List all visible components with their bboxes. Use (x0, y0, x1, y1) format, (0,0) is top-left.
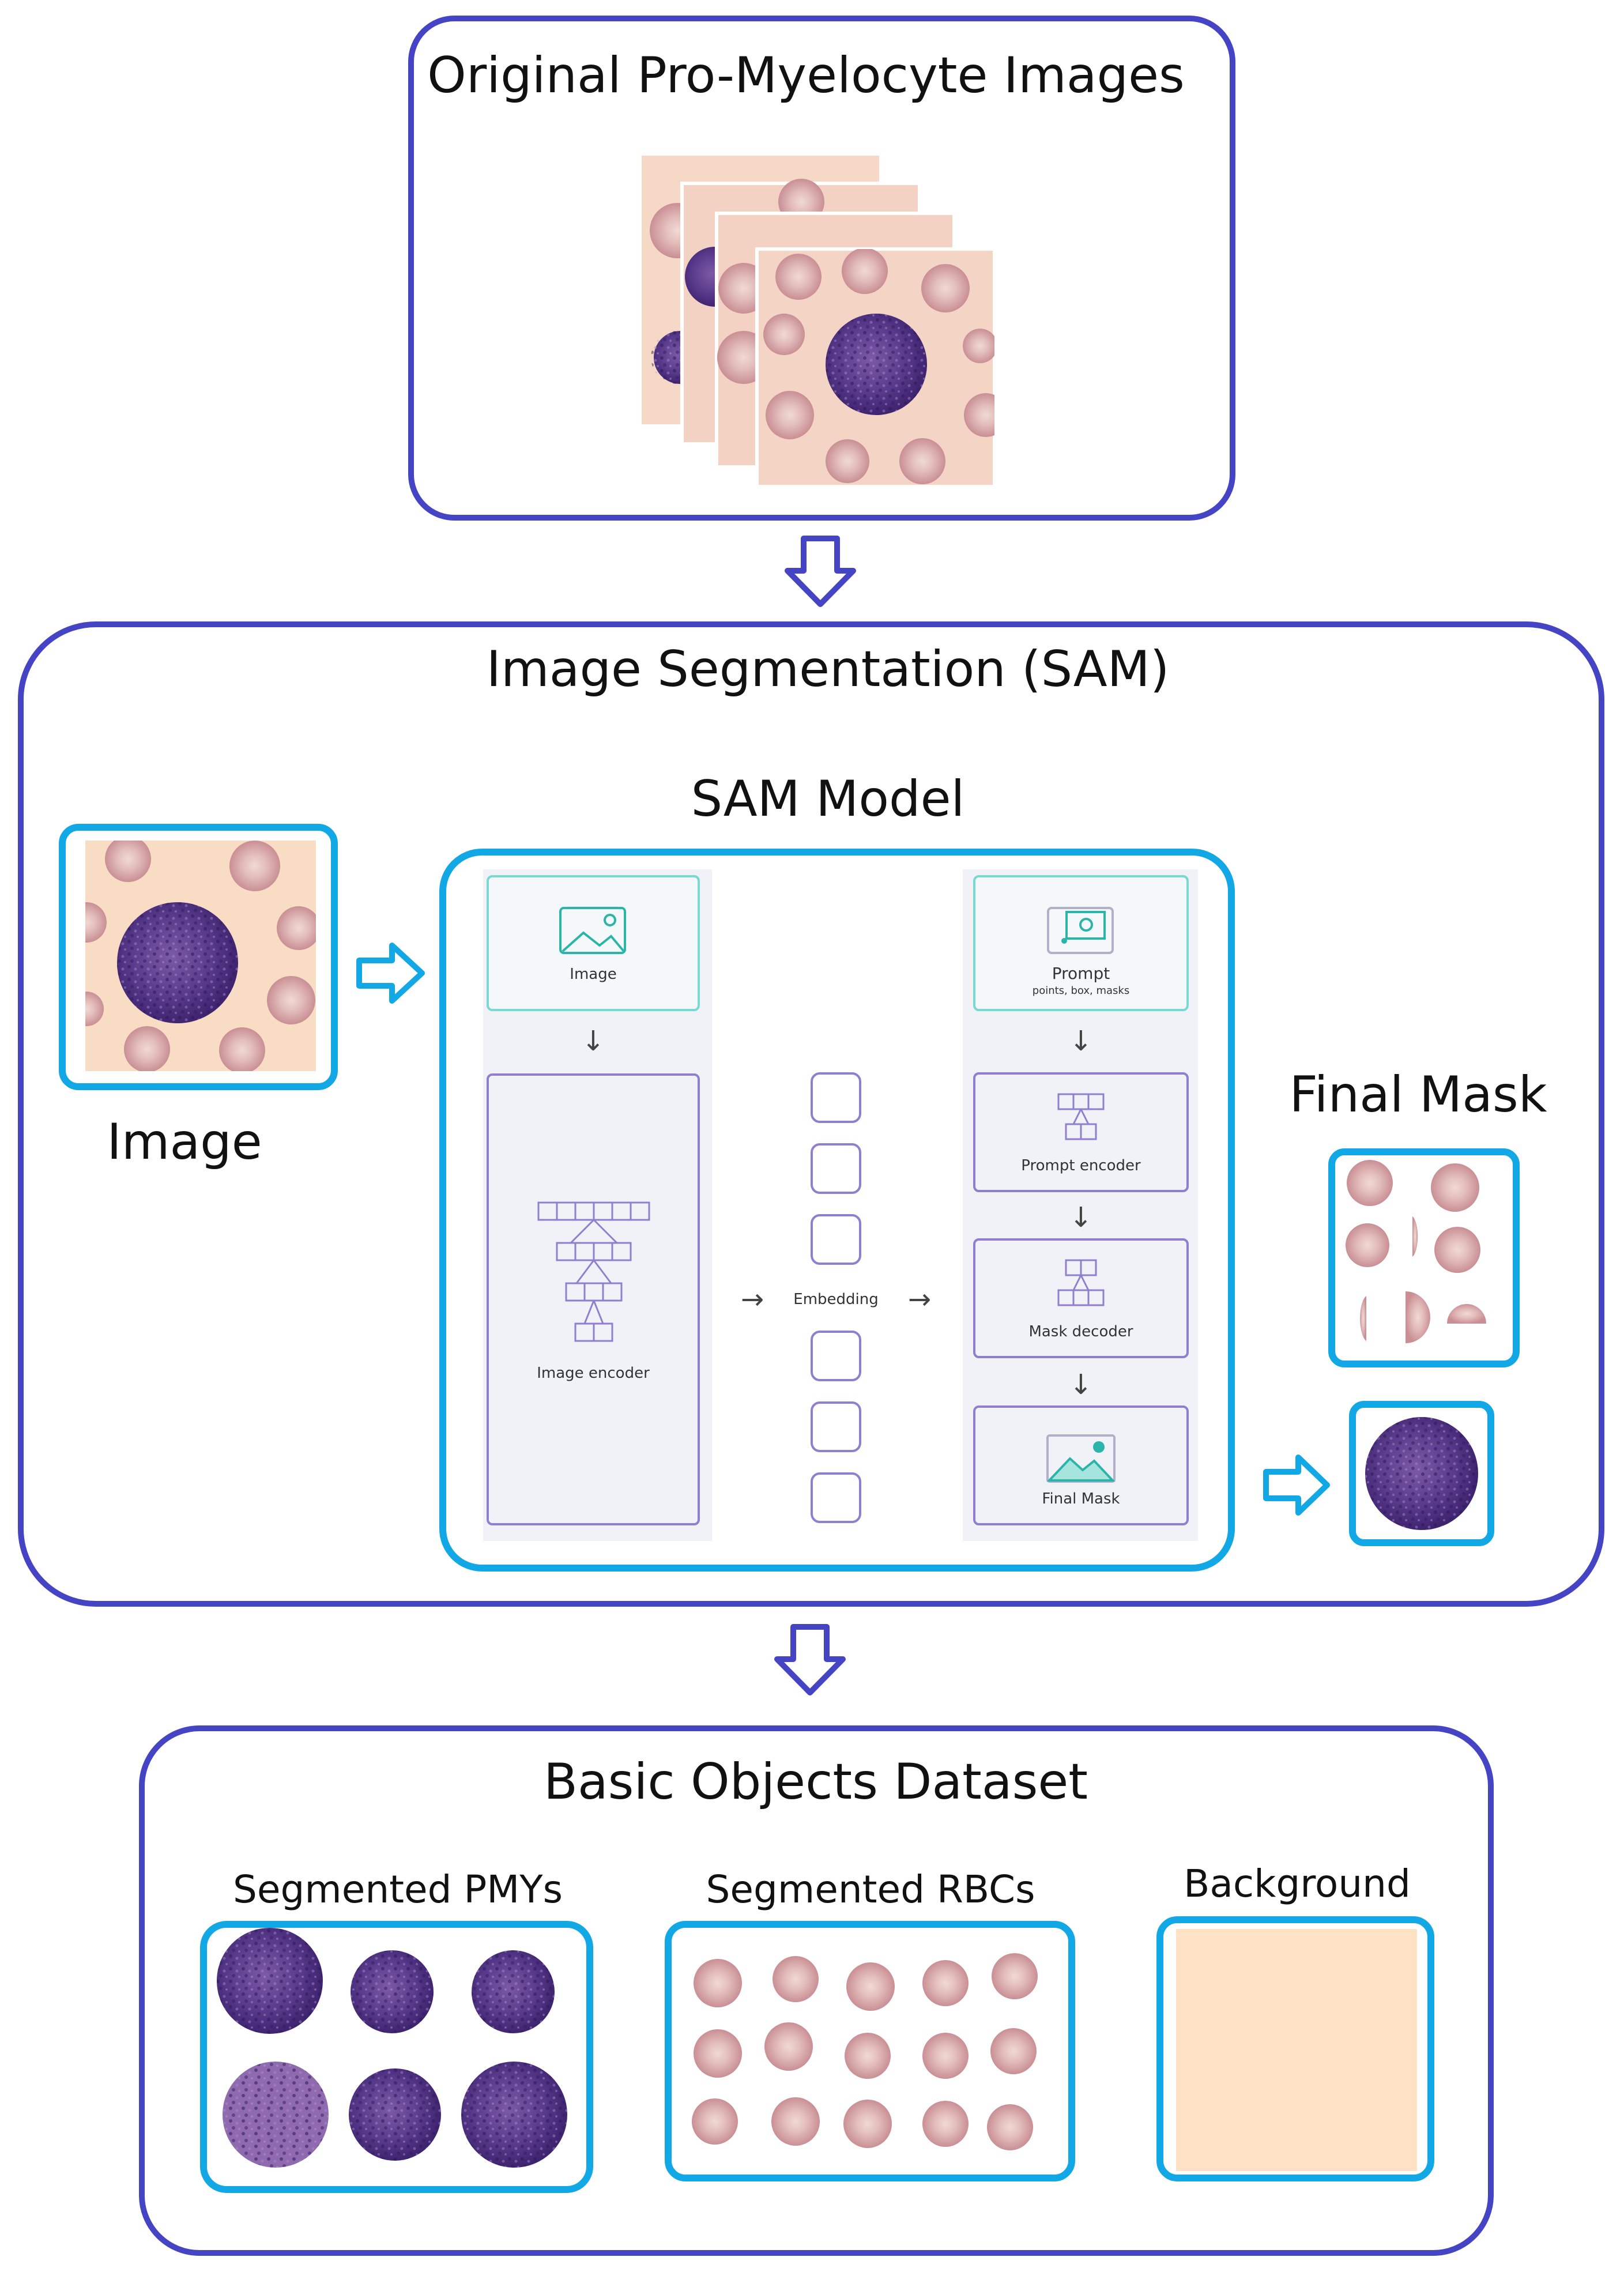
arrow-down-1 (785, 536, 856, 607)
encoder-icon (537, 1201, 650, 1342)
final-mask-card (973, 1405, 1189, 1525)
sam-image-card-label: Image (570, 966, 616, 983)
segmentation-title: Image Segmentation (SAM) (487, 640, 1170, 698)
prompt-encoder-label: Prompt encoder (1021, 1157, 1141, 1174)
mask-decoder-label: Mask decoder (1028, 1323, 1133, 1340)
original-frame (408, 16, 1235, 521)
image-encoder-card (487, 1073, 700, 1525)
prompt-card-label: Prompt (1052, 964, 1110, 983)
sam-model-box: Image ↓ Image encoder → (439, 849, 1235, 1572)
arrow-down-2 (774, 1624, 846, 1695)
segmentation-frame (18, 621, 1604, 1607)
arrow-down-mask-decoder: ↓ (1069, 1201, 1092, 1234)
stage-segmentation: Image Segmentation (SAM) Image SAM Model (18, 621, 1604, 1607)
prompt-card (973, 875, 1189, 1011)
sam-model-title: SAM Model (691, 770, 965, 828)
arrow-right-embedding-to-decoder: → (908, 1283, 931, 1316)
pmys-label: Segmented PMYs (233, 1867, 563, 1912)
embedding-label: Embedding (793, 1291, 878, 1308)
arrow-right-to-sam (356, 943, 425, 1004)
arrow-down-image-encoder: ↓ (582, 1025, 605, 1057)
final-mask-rbcs (1346, 1160, 1486, 1343)
final-mask-card-label: Final Mask (1042, 1490, 1120, 1508)
prompt-card-sub: points, box, masks (1033, 985, 1129, 997)
final-mask-card-icon (1046, 1434, 1116, 1483)
original-title: Original Pro-Myelocyte Images (427, 47, 1185, 104)
mask-decoder-icon (1057, 1259, 1105, 1306)
dataset-frame (139, 1725, 1494, 2256)
mask-decoder-card (973, 1238, 1189, 1358)
dataset-title: Basic Objects Dataset (544, 1753, 1088, 1811)
arrow-right-encoder-to-embedding: → (741, 1283, 764, 1316)
rbc-samples (692, 1953, 1038, 2150)
arrow-down-final-mask: ↓ (1069, 1369, 1092, 1401)
background-tile (1176, 1929, 1417, 2171)
arrow-down-prompt-encoder: ↓ (1069, 1025, 1092, 1057)
image-card-icon (559, 907, 626, 954)
image-encoder-label: Image encoder (537, 1365, 650, 1382)
background-label: Background (1184, 1862, 1411, 1906)
prompt-icon (1047, 907, 1114, 954)
stage-original: Original Pro-Myelocyte Images (408, 16, 1235, 521)
pmy-samples (217, 1928, 567, 2168)
input-image-frame (59, 824, 338, 1090)
arrow-right-to-final-pmy (1263, 1454, 1330, 1516)
rbcs-label: Segmented RBCs (706, 1867, 1035, 1912)
prompt-encoder-icon (1057, 1093, 1105, 1140)
sam-image-card (487, 875, 700, 1011)
final-mask-label: Final Mask (1289, 1066, 1547, 1124)
stage-dataset: Basic Objects Dataset Segmented PMYs Seg… (139, 1725, 1494, 2256)
embedding-tokens (811, 1072, 861, 1523)
input-image-label: Image (107, 1113, 262, 1171)
image-stack (642, 156, 996, 488)
